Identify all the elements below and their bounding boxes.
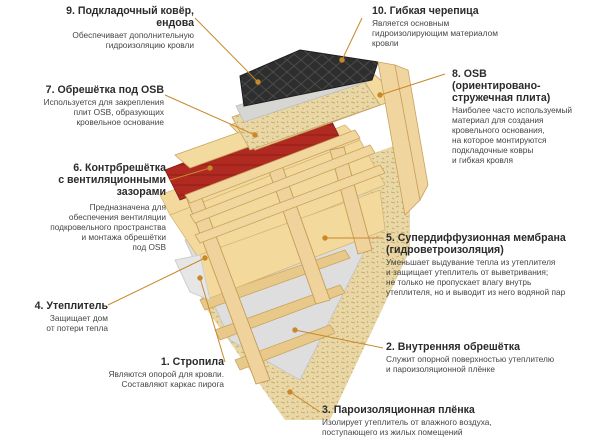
callout-5-membrane: 5. Супердиффузионная мембрана(гидроветро… [386,232,598,297]
callout-10-title: 10. Гибкая черепица [372,5,479,17]
callout-9-title: 9. Подкладочный ковёр,ендова [66,5,194,29]
leader-lines [107,17,446,413]
callout-8-title: 8. OSB(ориентировано-стружечная плита) [452,68,551,104]
rafters [177,146,373,385]
callout-2-inner-batten: 2. Внутренняя обрешётка Служит опорной п… [386,341,598,374]
callout-8-osb: 8. OSB(ориентировано-стружечная плита) Н… [452,68,596,165]
callout-3-vapor-film: 3. Пароизоляционная плёнка Изолирует уте… [322,404,572,437]
ridge-boards [377,61,429,216]
callout-9-underlay: 9. Подкладочный ковёр,ендова Обеспечивае… [30,5,194,50]
callout-1-title: 1. Стропила [160,356,224,368]
callout-3-title: 3. Пароизоляционная плёнка [322,404,475,416]
counter-battens [184,129,386,244]
callout-1-rafters: 1. Стропила Являются опорой для кровли.С… [100,356,224,389]
callout-4-title: 4. Утеплитель [34,300,108,312]
flexible-shingles [239,49,379,107]
diffusion-membrane [174,254,211,301]
callout-3-desc: Изолирует утеплитель от влажного воздуха… [322,417,492,437]
callout-1-desc: Являются опорой для кровли.Составляют ка… [108,369,224,389]
callout-7-batten-osb: 7. Обрешётка под OSB Используется для за… [4,84,164,127]
callout-5-title: 5. Супердиффузионная мембрана(гидроветро… [386,232,566,256]
callout-7-title: 7. Обрешётка под OSB [45,84,164,96]
callout-2-title: 2. Внутренняя обрешётка [386,341,520,353]
